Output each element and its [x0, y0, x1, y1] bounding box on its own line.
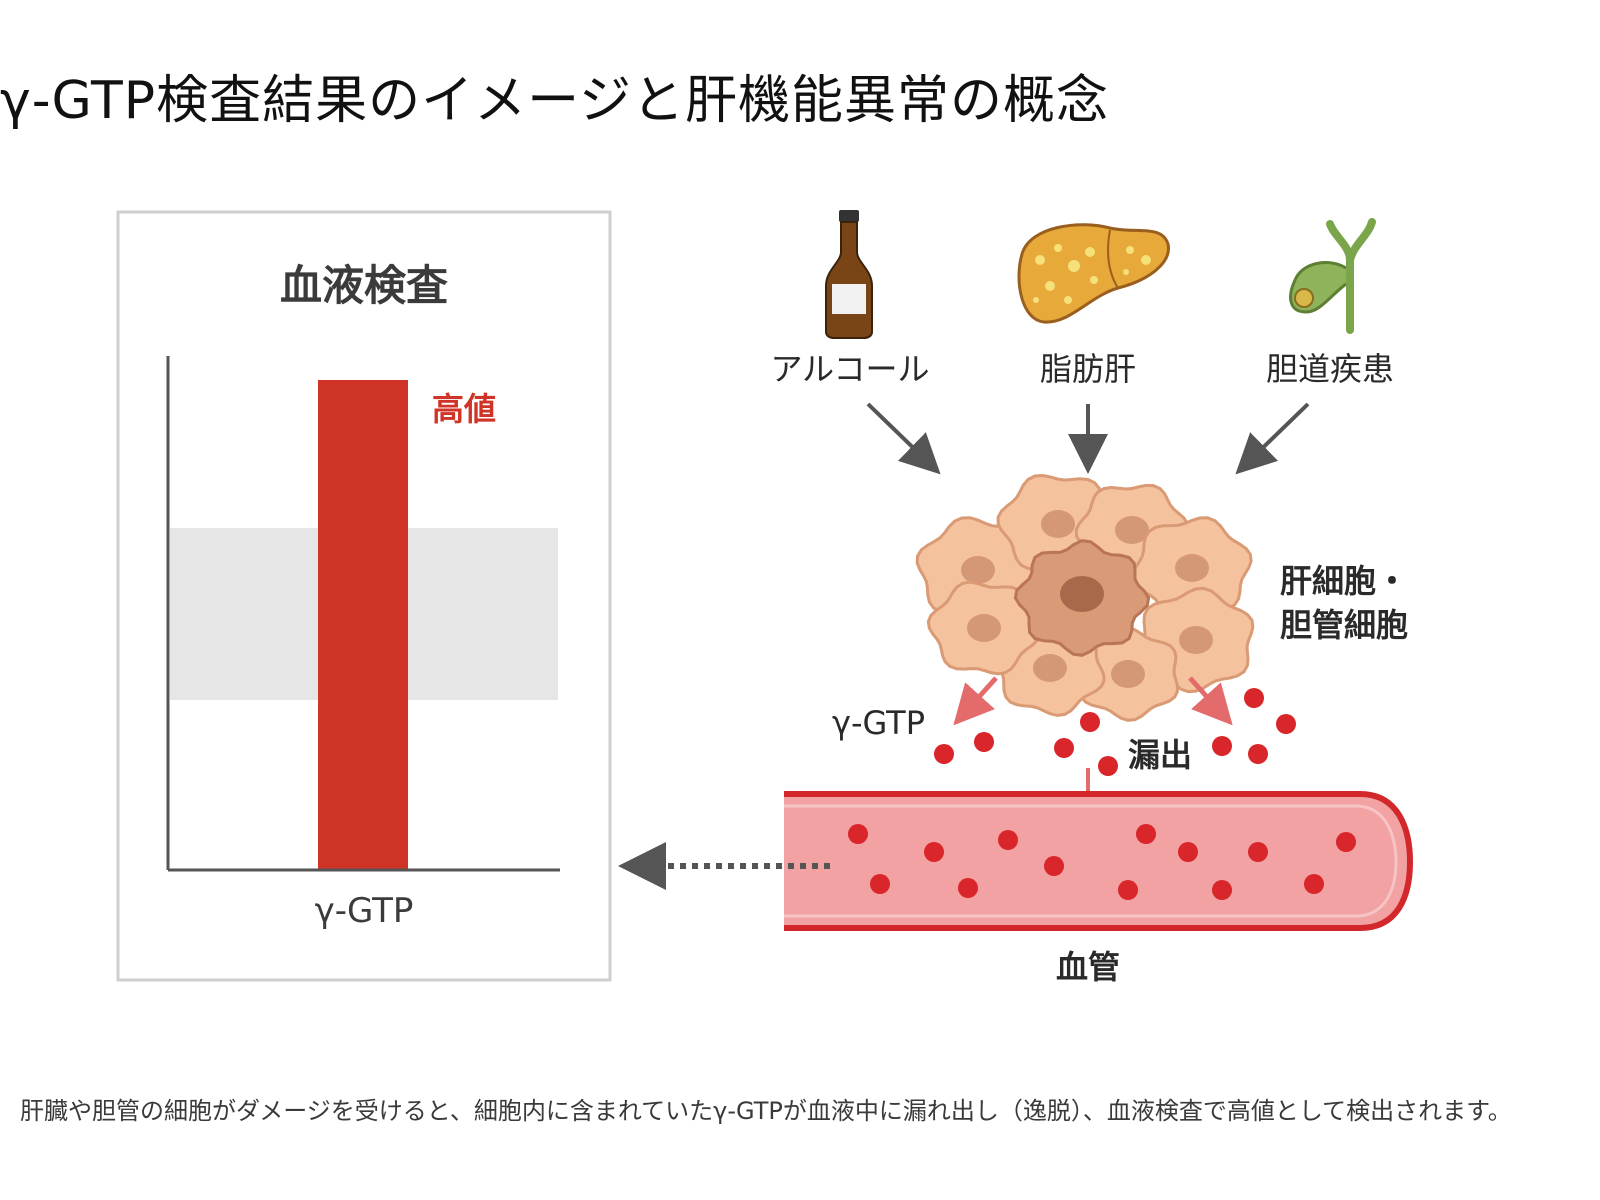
blood-test-heading: 血液検査	[280, 261, 448, 310]
high-value-label: 高値	[432, 390, 496, 428]
gtp-bar	[318, 380, 408, 870]
leak-arrow-right	[1188, 676, 1233, 726]
cause-label-fatty-liver: 脂肪肝	[1040, 350, 1136, 388]
caption: 肝臓や胆管の細胞がダメージを受けると、細胞内に含まれていたγ-GTPが血液中に漏…	[20, 1097, 1512, 1125]
arrow-biliary	[1235, 402, 1310, 475]
bottle-icon	[825, 210, 873, 339]
cause-label-biliary: 胆道疾患	[1266, 350, 1394, 388]
cell-nucleus	[1179, 626, 1213, 654]
leaked-gtp-dots	[934, 688, 1296, 776]
cell-cluster	[915, 473, 1255, 722]
cell-nucleus	[1115, 516, 1149, 544]
arrow-alcohol	[866, 402, 941, 475]
gtp-label: γ-GTP	[832, 704, 925, 742]
cause-label-alcohol: アルコール	[770, 350, 929, 388]
diagram-canvas: 血液検査 高値 γ-GTP アルコール 脂肪肝 胆道疾患 肝細胞・ 胆管細	[116, 210, 1414, 986]
x-axis-label: γ-GTP	[315, 891, 414, 931]
page-title: γ-GTP検査結果のイメージと肝機能異常の概念	[0, 71, 1110, 131]
leak-arrow-left	[953, 676, 998, 726]
cell-nucleus	[1041, 510, 1075, 538]
leak-label: 漏出	[1128, 736, 1192, 774]
cells-label-line1: 肝細胞・	[1280, 562, 1408, 600]
cell-nucleus	[1033, 654, 1067, 682]
fatty-liver-icon	[1017, 223, 1170, 324]
cells-label-line2: 胆管細胞	[1280, 606, 1408, 644]
damaged-cell-nucleus	[1060, 576, 1104, 612]
diagram-figure: 血液検査 高値 γ-GTP アルコール 脂肪肝 胆道疾患 肝細胞・ 胆管細	[0, 200, 1600, 1020]
blood-test-panel: 血液検査 高値 γ-GTP	[116, 210, 612, 982]
vessel-label: 血管	[1056, 948, 1120, 986]
cell-nucleus	[967, 614, 1001, 642]
cell-nucleus	[1111, 660, 1145, 688]
blood-vessel	[784, 791, 1414, 931]
gallbladder-icon	[1289, 218, 1376, 334]
cell-nucleus	[1175, 554, 1209, 582]
cell-nucleus	[961, 556, 995, 584]
